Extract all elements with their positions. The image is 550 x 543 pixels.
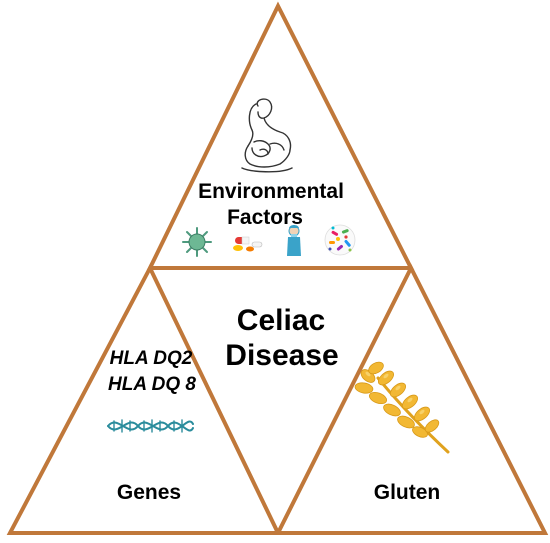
top-triangle xyxy=(146,1,415,270)
dna-helix-icon xyxy=(107,419,194,433)
gene-line1: HLA DQ2 xyxy=(110,348,193,369)
right-triangle xyxy=(274,263,549,535)
center-label-line1: Celiac xyxy=(237,304,325,337)
surgeon-icon xyxy=(287,225,301,256)
triangle-outlines xyxy=(6,1,549,535)
pills-icon xyxy=(233,236,263,252)
top-label-line2: Factors xyxy=(227,206,303,229)
gluten-label: Gluten xyxy=(374,481,441,504)
center-label-line2: Disease xyxy=(225,339,338,372)
left-triangle xyxy=(6,263,282,535)
gene-line2: HLA DQ 8 xyxy=(108,374,196,395)
virus-icon xyxy=(182,227,212,257)
microbiome-icon xyxy=(324,224,356,256)
wheat-icon xyxy=(354,361,450,454)
top-label-line1: Environmental xyxy=(198,180,344,203)
genes-label: Genes xyxy=(117,481,181,504)
breastfeeding-mother-icon xyxy=(241,98,293,173)
